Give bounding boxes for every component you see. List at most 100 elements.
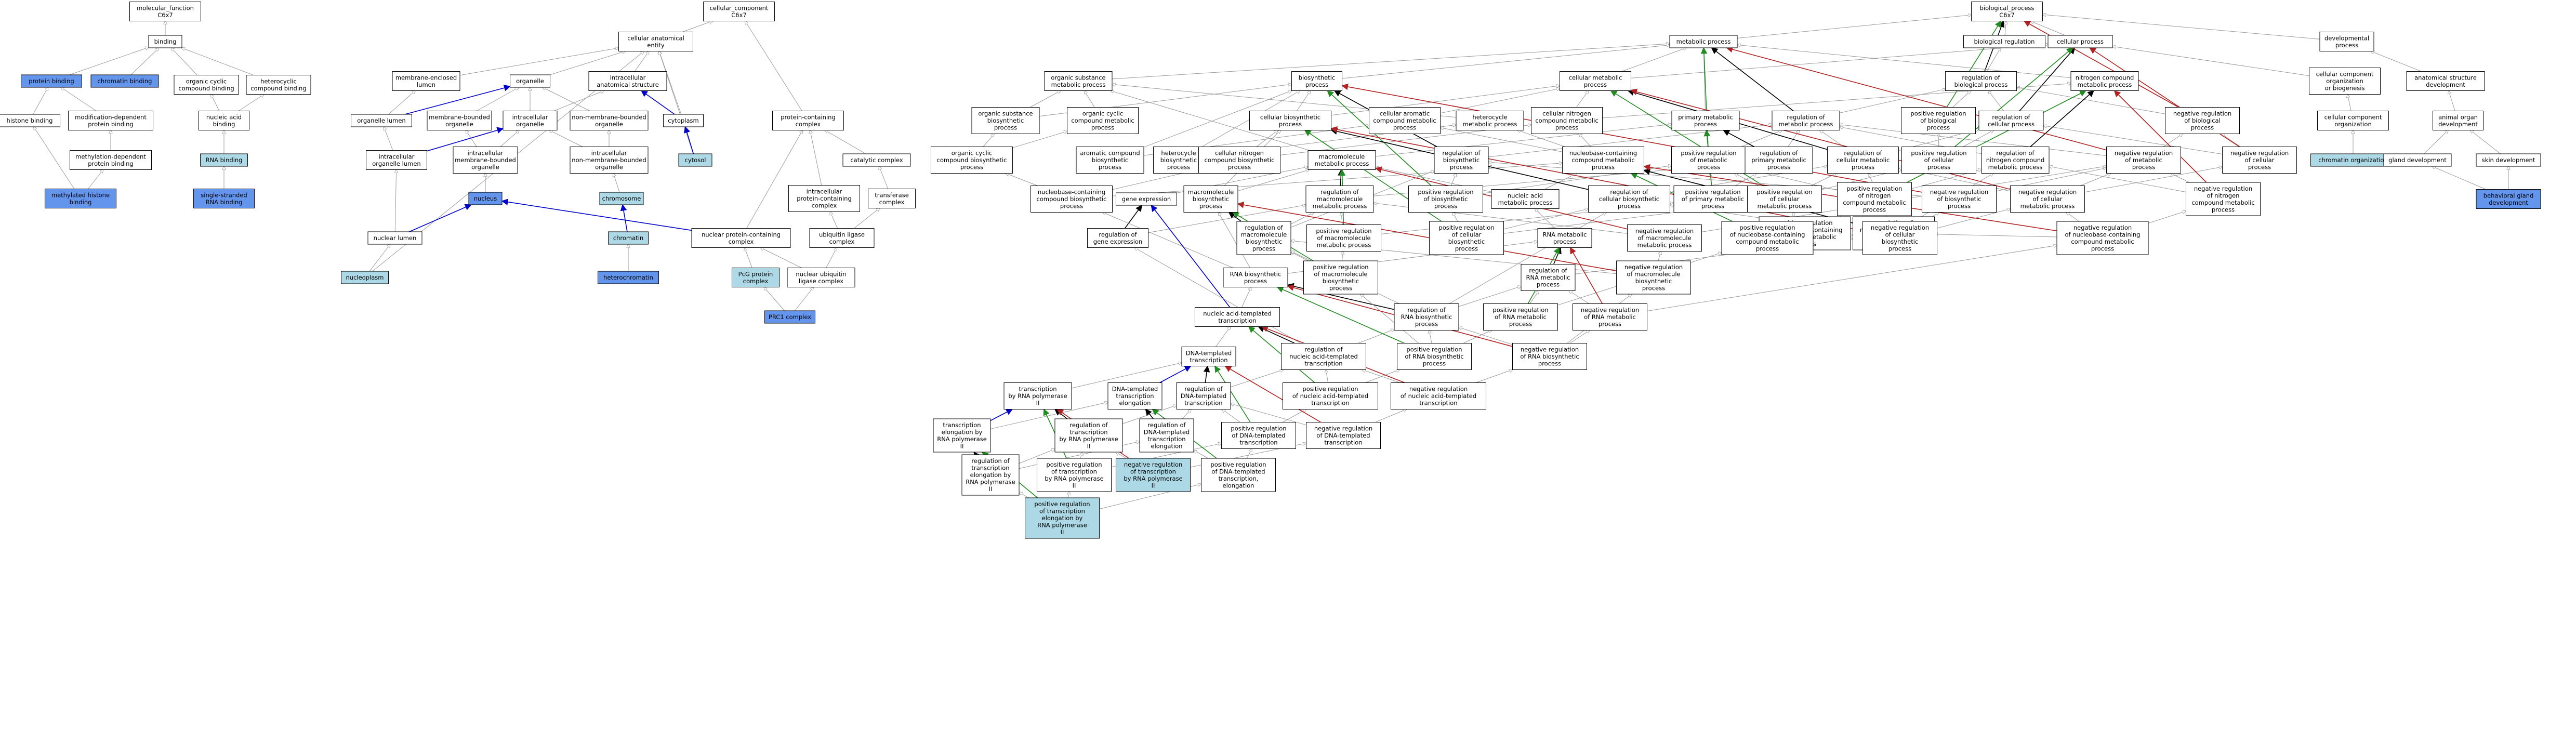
- node-cytosol[interactable]: cytosol: [678, 153, 712, 167]
- node-gene-expr[interactable]: gene expression: [1116, 192, 1177, 206]
- node-organelle-lumen[interactable]: organelle lumen: [351, 114, 412, 127]
- node-histone-binding[interactable]: histone binding: [0, 114, 60, 127]
- node-binding[interactable]: binding: [148, 35, 182, 48]
- node-metabolic[interactable]: metabolic process: [1669, 35, 1738, 48]
- node-nuclear-lumen[interactable]: nuclear lumen: [367, 231, 422, 245]
- node-reg-dna-elong[interactable]: regulation ofDNA-templatedtranscriptione…: [1139, 418, 1194, 453]
- node-gland-dev[interactable]: gland development: [2383, 153, 2452, 167]
- node-nucleoplasm[interactable]: nucleoplasm: [341, 271, 389, 284]
- node-chromosome[interactable]: chromosome: [599, 192, 644, 205]
- node-nucleus[interactable]: nucleus: [468, 192, 503, 205]
- node-cellular-process[interactable]: cellular process: [2047, 35, 2113, 48]
- node-reg-macro-bio[interactable]: regulation ofmacromoleculebiosyntheticpr…: [1236, 221, 1291, 255]
- node-rna-binding[interactable]: RNA binding: [200, 153, 248, 167]
- node-catalytic[interactable]: catalytic complex: [842, 153, 911, 167]
- node-cytoplasm[interactable]: cytoplasm: [663, 114, 704, 127]
- node-chromatin[interactable]: chromatin: [608, 231, 649, 245]
- node-protein-binding[interactable]: protein binding: [21, 74, 82, 88]
- node-prc1[interactable]: PRC1 complex: [764, 310, 815, 324]
- node-skin-dev[interactable]: skin development: [2476, 153, 2541, 167]
- node-heterochromatin[interactable]: heterochromatin: [598, 271, 659, 284]
